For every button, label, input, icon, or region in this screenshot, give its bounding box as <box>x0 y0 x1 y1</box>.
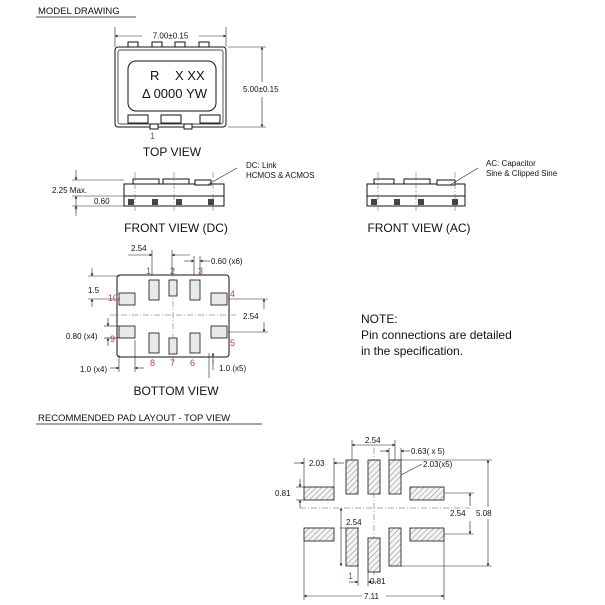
dc-view-title: FRONT VIEW (DC) <box>124 221 228 235</box>
bottom-side-offset-dim: 1.5 <box>88 286 100 295</box>
pad-pin1-label: 1 <box>348 571 353 581</box>
bottom-pitch-dim: 2.54 <box>131 244 147 253</box>
marking-line2: Δ 0000 YW <box>142 86 208 101</box>
marking-line1-right: X XX <box>175 68 205 83</box>
model-drawing-title: MODEL DRAWING <box>38 6 120 17</box>
pad-pitch-top-dim: 2.54 <box>365 436 381 445</box>
bottom-pad-width-dim: 0.60 (x6) <box>211 257 243 266</box>
dc-thickness-dim: 0.60 <box>94 197 110 206</box>
bottom-pin3-label: 3 <box>198 266 203 276</box>
bottom-view-title: BOTTOM VIEW <box>133 384 219 398</box>
pad-overall-height-dim: 5.08 <box>476 509 492 518</box>
bottom-side-pad-len-dim: 1.0 (x4) <box>80 365 107 374</box>
ac-callout-line2: Sine & Clipped Sine <box>486 169 558 178</box>
pad-side-height-dim: 0.81 <box>275 489 291 498</box>
pad-layout-title: RECOMMENDED PAD LAYOUT - TOP VIEW <box>38 413 230 424</box>
note-line1: Pin connections are detailed <box>361 328 512 342</box>
front-view-dc: 2.25 Max. 0.60 DC: Link HCMOS & ACMOS FR… <box>52 161 314 235</box>
top-height-dim: 5.00±0.15 <box>243 85 279 94</box>
bottom-pin4-label: 4 <box>230 289 235 299</box>
bottom-pin8-label: 8 <box>150 358 155 368</box>
bottom-side-pad-height-dim: 0.80 (x4) <box>66 332 98 341</box>
front-view-ac: AC: Capacitor Sine & Clipped Sine FRONT … <box>366 159 558 235</box>
marking-line1-left: R <box>150 68 159 83</box>
note-line2: in the specification. <box>361 344 463 358</box>
bottom-pin1-label: 1 <box>146 266 151 276</box>
pad-side-len-dim: 2.03 <box>309 459 325 468</box>
note-title: NOTE: <box>361 312 398 326</box>
bottom-pin2-label: 2 <box>170 266 175 276</box>
bottom-side-pitch-dim: 2.54 <box>243 312 259 321</box>
bottom-pad-len-dim: 1.0 (x5) <box>219 364 246 373</box>
pad-len-dim: 2.03(x5) <box>423 460 453 469</box>
bottom-view: 2.54 0.60 (x6) 1 2 3 8 7 6 10 9 4 5 <box>66 244 268 398</box>
top-view: 7.00±0.15 R X XX Δ 0000 YW 5.00±0.15 1 T… <box>114 27 279 159</box>
pad-bottom-width-dim: 0.81 <box>370 577 386 586</box>
dc-max-height-dim: 2.25 Max. <box>52 186 87 195</box>
pad-layout: 2.54 0.63( x 5) 2.03 0.81 2.03(x5) 2.54 … <box>275 436 492 601</box>
pad-overall-width-dim: 7.11 <box>364 592 380 601</box>
bottom-pin5-label: 5 <box>230 338 235 348</box>
model-drawing-header: MODEL DRAWING <box>36 6 136 18</box>
bottom-pin10-label: 10 <box>108 293 118 303</box>
top-pin1-label: 1 <box>150 131 155 141</box>
dc-callout-line2: HCMOS & ACMOS <box>246 171 314 180</box>
dc-callout-line1: DC: Link <box>246 161 278 170</box>
note-block: NOTE: Pin connections are detailed in th… <box>361 312 512 358</box>
pad-vert-pitch-dim: 2.54 <box>450 509 466 518</box>
pad-width-dim: 0.63( x 5) <box>411 447 445 456</box>
pad-inner-dim: 2.54 <box>346 518 362 527</box>
ac-callout-line1: AC: Capacitor <box>486 159 536 168</box>
ac-view-title: FRONT VIEW (AC) <box>367 221 470 235</box>
bottom-pin9-label: 9 <box>110 334 115 344</box>
top-view-title: TOP VIEW <box>143 145 202 159</box>
top-width-dim: 7.00±0.15 <box>153 32 189 41</box>
pad-layout-header: RECOMMENDED PAD LAYOUT - TOP VIEW <box>36 413 262 425</box>
bottom-pin6-label: 6 <box>190 358 195 368</box>
bottom-pin7-label: 7 <box>170 358 175 368</box>
